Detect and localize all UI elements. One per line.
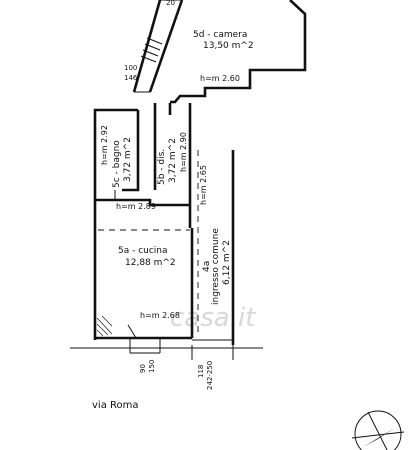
street-name: via Roma [92, 400, 139, 411]
dis-name: 5b - dis. [157, 149, 167, 185]
dim-top-corner: 20 [166, 0, 175, 7]
bagno-name: 5c - bagno [112, 140, 122, 188]
cucina-walls [93, 200, 194, 340]
dim-window-146: 146 [124, 74, 138, 82]
ingresso-area: 6,12 m^2 [222, 240, 232, 285]
dis-height: h=m 2.90 [179, 132, 188, 172]
camera-name: 5d - camera [193, 30, 247, 40]
dim-window-100: 100 [124, 64, 137, 72]
camera-walls [132, 0, 307, 104]
bagno-walls [93, 103, 192, 228]
camera-window [140, 37, 163, 63]
dim-bottom-90: 90 [139, 364, 147, 373]
cucina-height: h=m 2.68 [140, 311, 180, 320]
cucina-name: 5a - cucina [118, 246, 168, 256]
cucina-area: 12,88 m^2 [125, 258, 176, 268]
cucina-door [127, 324, 161, 354]
north-arrow-icon [351, 410, 405, 450]
ingresso-name: ingresso comune [211, 228, 221, 305]
dim-bottom-242: 242-250 [206, 361, 214, 390]
ingresso-code: 4a [202, 261, 212, 272]
bagno-height-2: h=m 2.89 [116, 202, 156, 211]
camera-height: h=m 2.60 [200, 74, 240, 83]
camera-area: 13,50 m^2 [203, 41, 254, 51]
watermark: casa.it [170, 303, 256, 333]
dis-height-2: h=m 2.65 [199, 165, 208, 205]
cucina-hatching [96, 315, 113, 337]
bagno-height: h=m 2.92 [100, 125, 109, 165]
bagno-area: 3,72 m^2 [123, 137, 133, 182]
dis-area: 3,72 m^2 [168, 138, 178, 183]
dim-bottom-118: 118 [197, 365, 205, 378]
dim-bottom-150: 150 [148, 360, 156, 373]
